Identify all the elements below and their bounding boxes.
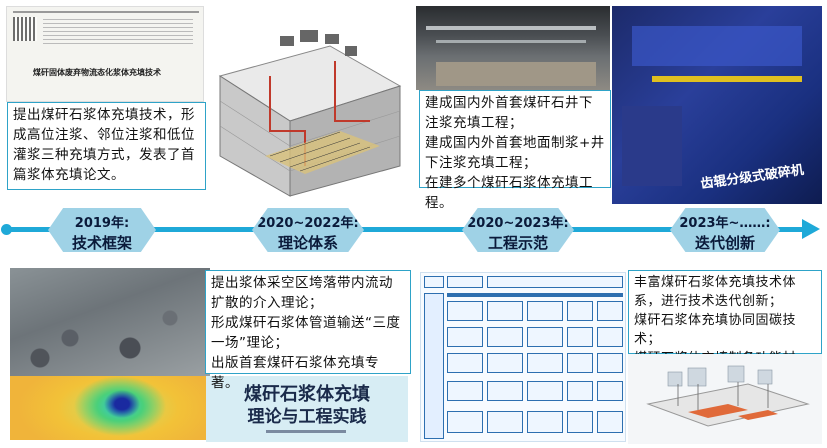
engineering-box: 建成国内外首套煤矸石井下注浆充填工程； 建成国内外首套地面制浆+井下注浆充填工程…	[419, 90, 611, 211]
paper-image: 煤矸固体废弃物流态化浆体充填技术	[6, 6, 204, 102]
slurry-photo	[10, 268, 210, 376]
theory-system-box: 提出浆体采空区垮落带内流动扩散的介入理论； 形成煤矸石浆体管道输送“三度一场”理…	[205, 270, 411, 391]
machine-label: 齿辊分级式破碎机	[699, 162, 805, 193]
milestone-2019: 2019年: 技术框架	[48, 208, 156, 252]
warehouse-photo	[416, 6, 610, 90]
milestone-label: 理论体系	[277, 234, 338, 252]
milestone-label: 技术框架	[71, 234, 132, 252]
milestone-2020-2022: 2020~2022年: 理论体系	[252, 208, 364, 252]
crusher-photo: 齿辊分级式破碎机	[612, 6, 822, 204]
mine-3d-diagram	[218, 30, 402, 197]
paper-title: 煤矸固体废弃物流态化浆体充填技术	[33, 68, 161, 77]
book-cover: 煤矸石浆体充填 理论与工程实践	[206, 376, 408, 442]
milestone-year: 2020~2022年:	[257, 216, 359, 231]
milestone-2023-on: 2023年~……: 迭代创新	[670, 208, 780, 252]
facility-diagram	[628, 354, 822, 444]
framework-chart	[420, 272, 626, 442]
timeline-arrow-icon	[802, 219, 820, 239]
milestone-year: 2019年:	[74, 216, 130, 231]
book-title-line2: 理论与工程实践	[247, 407, 367, 427]
milestone-label: 迭代创新	[694, 234, 755, 252]
milestone-label: 工程示范	[487, 234, 548, 252]
milestone-year: 2020~2023年:	[467, 216, 569, 231]
flow-contour-image	[10, 376, 208, 440]
timeline-axis	[6, 227, 806, 232]
milestone-year: 2023年~……:	[679, 216, 771, 231]
timeline-start-dot	[1, 224, 12, 235]
tech-framework-box: 提出煤矸石浆体充填技术，形成高位注浆、邻位注浆和低位灌浆三种充填方式，发表了首篇…	[7, 102, 206, 190]
book-title-line1: 煤矸石浆体充填	[244, 384, 370, 405]
iteration-box: 丰富煤矸石浆体充填技术体系，进行技术迭代创新； 煤矸石浆体充填协同固碳技术； 煤…	[628, 270, 822, 385]
milestone-2020-2023: 2020~2023年: 工程示范	[462, 208, 574, 252]
